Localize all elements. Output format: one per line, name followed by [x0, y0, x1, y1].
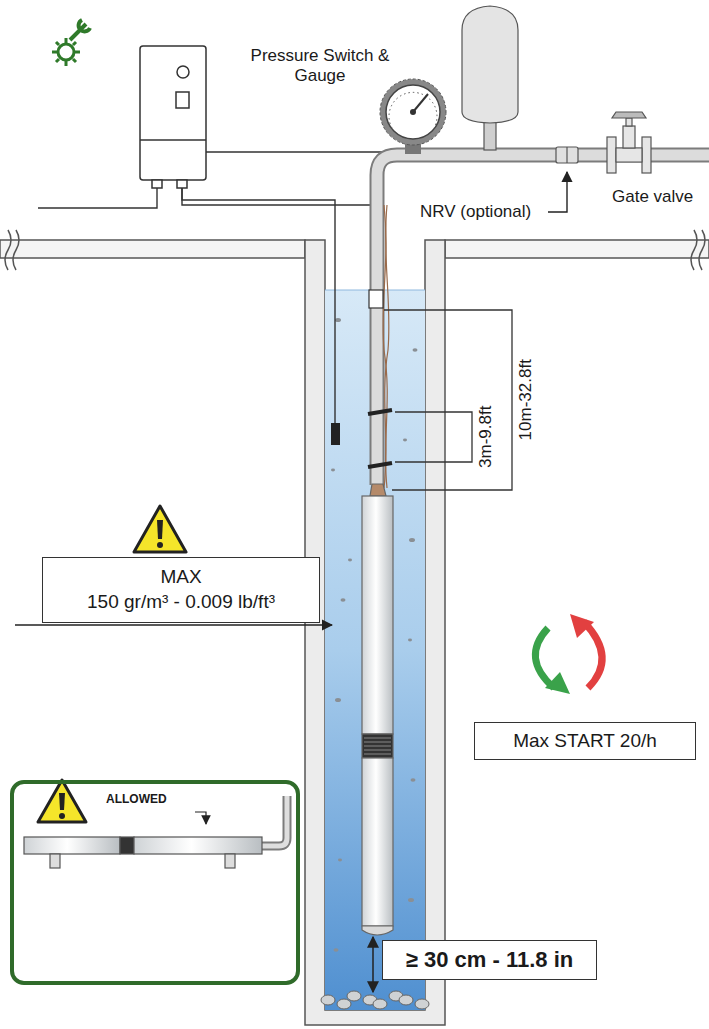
dimension-label: 3m-9.8ft: [476, 404, 496, 470]
intake-slot: [364, 746, 391, 747]
non-return-valve: [556, 147, 578, 163]
pebble: [338, 859, 342, 862]
leader-line: [195, 812, 206, 824]
pressure-tank: [462, 6, 518, 150]
pebble: [335, 318, 341, 322]
pressure-gauge: [380, 79, 446, 154]
intake-slot: [364, 750, 391, 751]
cable-ties: [368, 410, 392, 467]
leader-line: [548, 172, 567, 212]
warning-symbol: [38, 780, 86, 822]
box-text: 150 gr/m³ - 0.009 lb/ft³: [53, 590, 309, 615]
leader-line: [15, 624, 332, 625]
inset-label: ALLOWED: [106, 792, 167, 808]
gate-valve: [607, 112, 651, 173]
component-label: Pressure Switch & Gauge: [250, 46, 390, 85]
dimension-label: 10m-32.8ft: [516, 357, 536, 442]
control-box: [140, 46, 206, 188]
gravel-stone: [415, 999, 429, 1009]
cycle-arrows: [535, 614, 602, 694]
pebble: [411, 778, 416, 782]
cable-clamp: [369, 290, 383, 308]
box-text: ≥ 30 cm - 11.8 in: [393, 946, 586, 975]
warning-symbol: [134, 506, 186, 552]
start-limit-box: Max START 20/h: [474, 722, 696, 760]
gravel-stone: [321, 995, 335, 1005]
pebble: [413, 348, 418, 352]
sediment-limit-box: MAX150 gr/m³ - 0.009 lb/ft³: [42, 557, 320, 623]
pebble: [408, 639, 412, 642]
pebble: [341, 598, 346, 602]
gravel-stone: [337, 999, 351, 1009]
pebble: [408, 898, 414, 902]
box-text: Max START 20/h: [485, 729, 685, 754]
intake-slot: [364, 738, 391, 739]
intake-slot: [364, 754, 391, 755]
gravel-stone: [347, 991, 361, 1001]
dimension-brackets: [384, 310, 512, 490]
gravel-stone: [373, 999, 387, 1009]
component-label: Gate valve: [612, 187, 693, 207]
pebble: [409, 538, 415, 542]
pebble: [335, 698, 341, 702]
intake-slot: [364, 742, 391, 743]
level-probe: [331, 423, 340, 445]
pebble: [403, 439, 407, 442]
clearance-box: ≥ 30 cm - 11.8 in: [382, 940, 597, 980]
box-text: MAX: [53, 565, 309, 590]
settings-icon: [52, 20, 90, 66]
pebble: [331, 469, 335, 472]
gravel-stone: [399, 995, 413, 1005]
ground-surface: [0, 230, 709, 270]
pump-cable: [383, 205, 389, 488]
component-label: NRV (optional): [420, 202, 531, 222]
pebble: [348, 559, 352, 562]
submersible-pump: [362, 484, 393, 935]
delivery-pipe: [377, 155, 709, 485]
pebble: [334, 948, 339, 952]
clearance-dimension: [372, 937, 374, 992]
horizontal-pump: [24, 796, 287, 868]
wiring: [38, 152, 385, 425]
allowed-inset: ALLOWED: [10, 780, 300, 985]
